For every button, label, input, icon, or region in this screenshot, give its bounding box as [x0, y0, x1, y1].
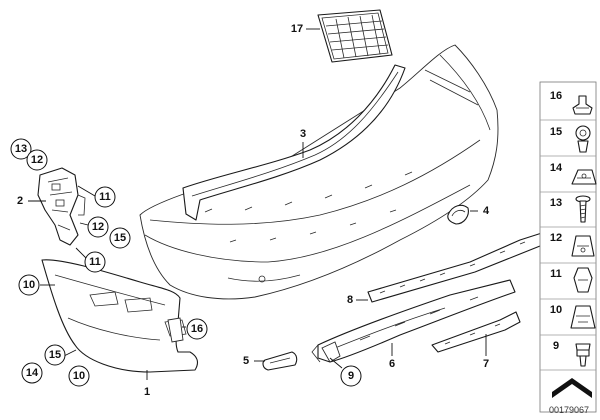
legend-item: 9 — [553, 340, 591, 367]
leader-lines — [28, 28, 487, 380]
callout-label: 2 — [17, 195, 23, 207]
legend-label: 9 — [553, 340, 559, 352]
side-bracket-part — [37, 167, 86, 246]
legend-item: 14 — [550, 162, 597, 185]
callout-label: 15 — [114, 232, 126, 244]
callout-label: 14 — [26, 367, 39, 379]
lower-diffuser-part — [311, 279, 516, 363]
clip-nut-icon — [571, 235, 595, 257]
callout[interactable]: 3 — [300, 128, 306, 140]
callout-label: 1 — [144, 386, 150, 398]
reflector-part — [262, 351, 298, 371]
callout[interactable]: 10 — [68, 365, 90, 387]
corner-clip-part — [167, 317, 184, 343]
callout[interactable]: 16 — [186, 318, 208, 340]
callout[interactable]: 6 — [389, 358, 395, 370]
callout-label: 10 — [73, 370, 85, 382]
callout-label: 10 — [23, 279, 35, 291]
callout-label: 11 — [99, 191, 111, 203]
legend-item: 10 — [550, 304, 596, 329]
callout[interactable]: 11 — [94, 186, 116, 208]
callout-label: 13 — [15, 143, 27, 155]
callout-label: 12 — [92, 221, 104, 233]
tow-hook-cover-part — [447, 204, 469, 225]
callout[interactable]: 7 — [483, 358, 489, 370]
legend-label: 14 — [550, 162, 563, 174]
callout-label: 15 — [49, 349, 61, 361]
push-clip-icon — [572, 95, 593, 115]
legend-label: 15 — [550, 126, 562, 138]
legend-label: 12 — [550, 232, 562, 244]
legend-label: 16 — [550, 90, 562, 102]
screw-icon — [575, 195, 591, 223]
callout[interactable]: 14 — [21, 362, 43, 384]
callout-label: 5 — [243, 355, 249, 367]
lower-corner-panel-part — [41, 259, 199, 373]
callout[interactable]: 5 — [243, 355, 249, 367]
callout-label: 17 — [291, 23, 303, 35]
legend-item: 11 — [550, 267, 593, 293]
legend-label: 11 — [550, 268, 562, 280]
callout-label: 6 — [389, 358, 395, 370]
speed-nut-icon — [570, 305, 596, 329]
spreader-nut-icon — [573, 267, 593, 293]
callout[interactable]: 17 — [291, 23, 303, 35]
callout[interactable]: 4 — [483, 205, 490, 217]
plastic-rivet-icon — [575, 343, 591, 367]
legend-item: 15 — [550, 125, 591, 153]
callout[interactable]: 12 — [26, 149, 48, 171]
callout[interactable]: 15 — [44, 344, 66, 366]
expanding-rivet-icon — [575, 125, 591, 153]
upper-trim-strip-part — [182, 64, 406, 221]
callout-label: 9 — [348, 370, 354, 382]
callout[interactable]: 9 — [340, 365, 362, 387]
callout[interactable]: 10 — [18, 274, 40, 296]
callout-label: 7 — [483, 358, 489, 370]
callout-label: 4 — [483, 205, 490, 217]
diagram-number: 00179067 — [549, 405, 589, 415]
lower-trim-strip-part — [431, 311, 521, 353]
callout[interactable]: 8 — [347, 294, 353, 306]
legend-item: 13 — [550, 195, 591, 223]
rear-bumper-panel — [139, 44, 499, 300]
callout[interactable]: 15 — [109, 227, 131, 249]
callout[interactable]: 13 — [10, 138, 32, 160]
callout-label: 16 — [191, 323, 203, 335]
end-bracket-part — [321, 341, 341, 363]
legend-label: 10 — [550, 304, 562, 316]
callout[interactable]: 2 — [17, 195, 23, 207]
spring-nut-icon — [571, 169, 597, 185]
callout-label: 11 — [89, 256, 101, 268]
chevron-arrow-icon — [552, 378, 592, 398]
vent-grille-part — [317, 9, 393, 63]
legend-item: 12 — [550, 232, 595, 257]
callout[interactable]: 11 — [84, 251, 106, 273]
callout[interactable]: 1 — [144, 386, 150, 398]
callout[interactable]: 12 — [87, 216, 109, 238]
callout-label: 8 — [347, 294, 353, 306]
callout-label: 12 — [31, 154, 43, 166]
legend-label: 13 — [550, 197, 562, 209]
legend-item: 16 — [550, 90, 593, 115]
callout-label: 3 — [300, 128, 306, 140]
